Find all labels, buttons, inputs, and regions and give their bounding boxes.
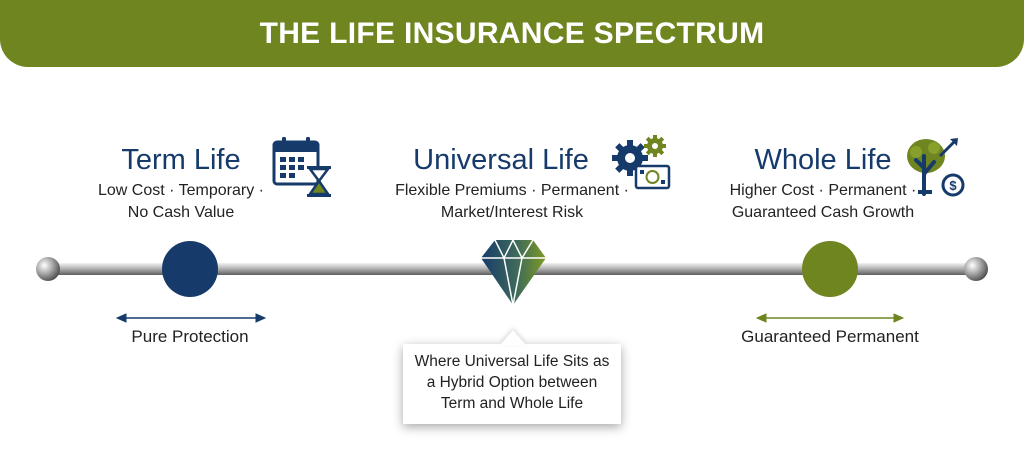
whole-life-column: Whole Life Higher Cost · Permanent · Gua… [708,140,938,224]
whole-life-desc-line-1: Higher Cost · Permanent · [729,182,917,199]
svg-text:$: $ [949,178,957,193]
whole-life-marker [802,241,858,297]
pure-protection-label: Pure Protection [131,327,249,346]
page-title: THE LIFE INSURANCE SPECTRUM [259,17,765,50]
whole-life-desc-line-2: Guaranteed Cash Growth [731,204,915,221]
gears-cash-icon [612,135,671,190]
whole-life-description: Higher Cost · Permanent · Guaranteed Cas… [708,180,938,224]
universal-life-desc-line-2: Market/Interest Risk [440,204,584,221]
term-life-description: Low Cost · Temporary · No Cash Value [90,180,272,224]
calendar-hourglass-icon [272,137,331,197]
term-life-column: Term Life Low Cost · Temporary · No Cash… [90,140,272,224]
universal-life-title: Universal Life [413,144,589,176]
left-double-arrow [115,313,267,323]
callout-pointer [500,330,526,345]
hybrid-callout-box: Where Universal Life Sits as a Hybrid Op… [403,344,621,424]
term-life-desc-line-1: Low Cost · Temporary · [98,182,264,199]
universal-life-desc-line-1: Flexible Premiums · Permanent · [395,182,629,199]
term-life-title: Term Life [121,144,241,176]
left-end-knob [36,257,60,281]
callout-line-2: a Hybrid Option between [426,374,598,391]
money-tree-icon: $ [907,138,965,197]
callout-line-1: Where Universal Life Sits as [414,353,610,370]
universal-life-description: Flexible Premiums · Permanent · Market/I… [386,180,638,224]
universal-life-diamond-marker [481,238,546,306]
universal-life-column: Universal Life Flexible Premiums · Perma… [386,140,638,224]
whole-life-title: Whole Life [754,144,892,176]
callout-line-3: Term and Whole Life [440,395,584,412]
right-end-knob [964,257,988,281]
title-banner [0,0,1024,67]
right-double-arrow [755,313,905,323]
term-life-desc-line-2: No Cash Value [127,204,235,221]
guaranteed-permanent-label: Guaranteed Permanent [741,327,919,346]
term-life-marker [162,241,218,297]
